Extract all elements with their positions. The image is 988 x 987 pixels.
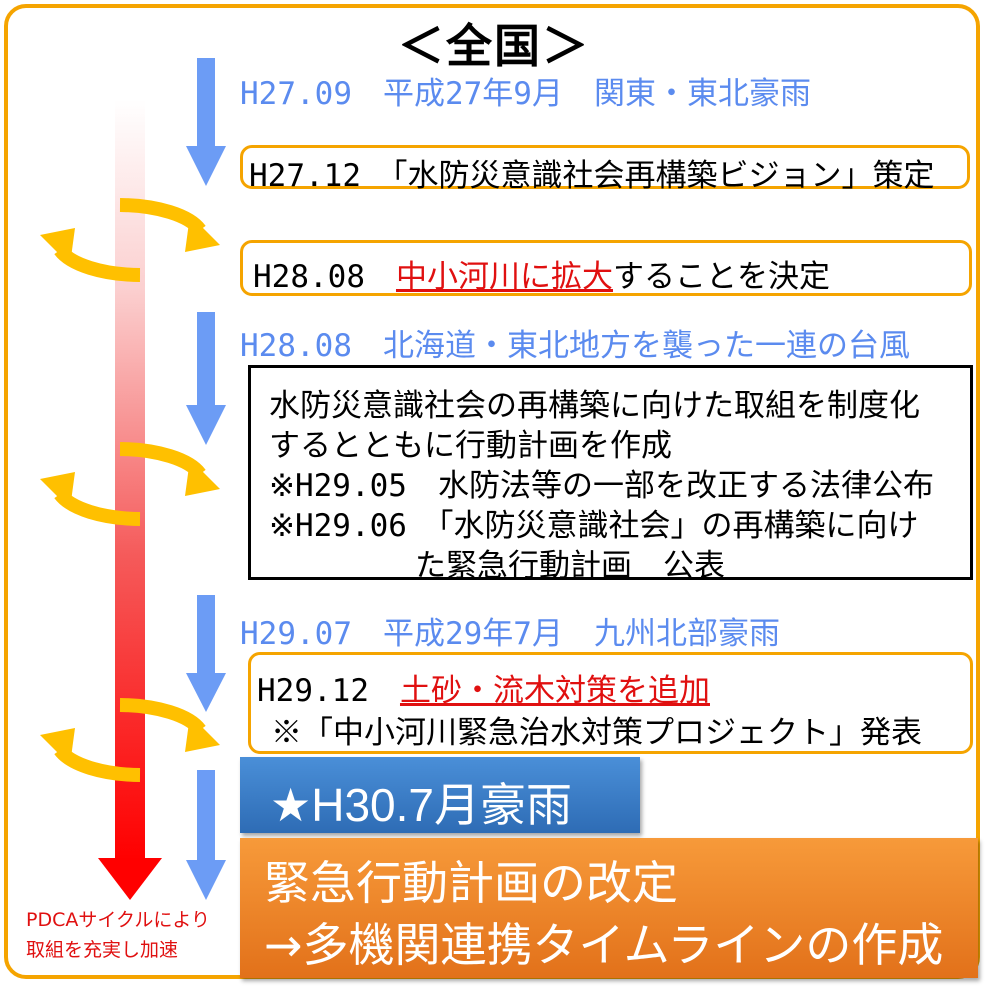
blue-arrow-4: [186, 770, 226, 900]
diagram-title: ＜全国＞: [398, 19, 590, 73]
milestone-box-h27-12: H27.12 「水防災意識社会再構築ビジョン」策定: [240, 145, 970, 194]
plan-revision-box: 緊急行動計画の改定 →多機関連携タイムラインの作成: [240, 838, 978, 978]
event-h28-08: H28.08 北海道・東北地方を襲った一連の台風: [240, 328, 910, 364]
blue-arrow-1: [186, 58, 226, 186]
cycle-arrow-3: [40, 698, 220, 782]
event-h27-09: H27.09 平成27年9月 関東・東北豪雨: [240, 76, 811, 112]
cycle-arrow-1: [40, 198, 220, 282]
highlight-text: 土砂・流木対策を追加: [399, 673, 710, 709]
milestone-box-h29-12: H29.12 土砂・流木対策を追加 ※「中小河川緊急治水対策プロジェクト」発表: [248, 652, 973, 754]
h30-heavy-rain-label: ★H30.7月豪雨: [240, 757, 640, 833]
cycle-arrow-2: [40, 442, 220, 526]
cycle-arrows: [40, 198, 220, 782]
highlight-text: 中小河川に拡大: [395, 259, 613, 295]
milestone-box-h28-08: H28.08 中小河川に拡大することを決定: [240, 240, 972, 296]
blue-arrows: [186, 58, 226, 900]
pdca-red-arrow: [98, 100, 162, 900]
blue-arrow-3: [186, 595, 226, 712]
event-h29-07: H29.07 平成29年7月 九州北部豪雨: [240, 616, 780, 652]
action-plan-box: 水防災意識社会の再構築に向けた取組を制度化 するとともに行動計画を作成 ※H29…: [248, 365, 973, 584]
pdca-caption: PDCAサイクルにより 取組を充実し加速: [26, 909, 211, 961]
blue-arrow-2: [186, 312, 226, 445]
